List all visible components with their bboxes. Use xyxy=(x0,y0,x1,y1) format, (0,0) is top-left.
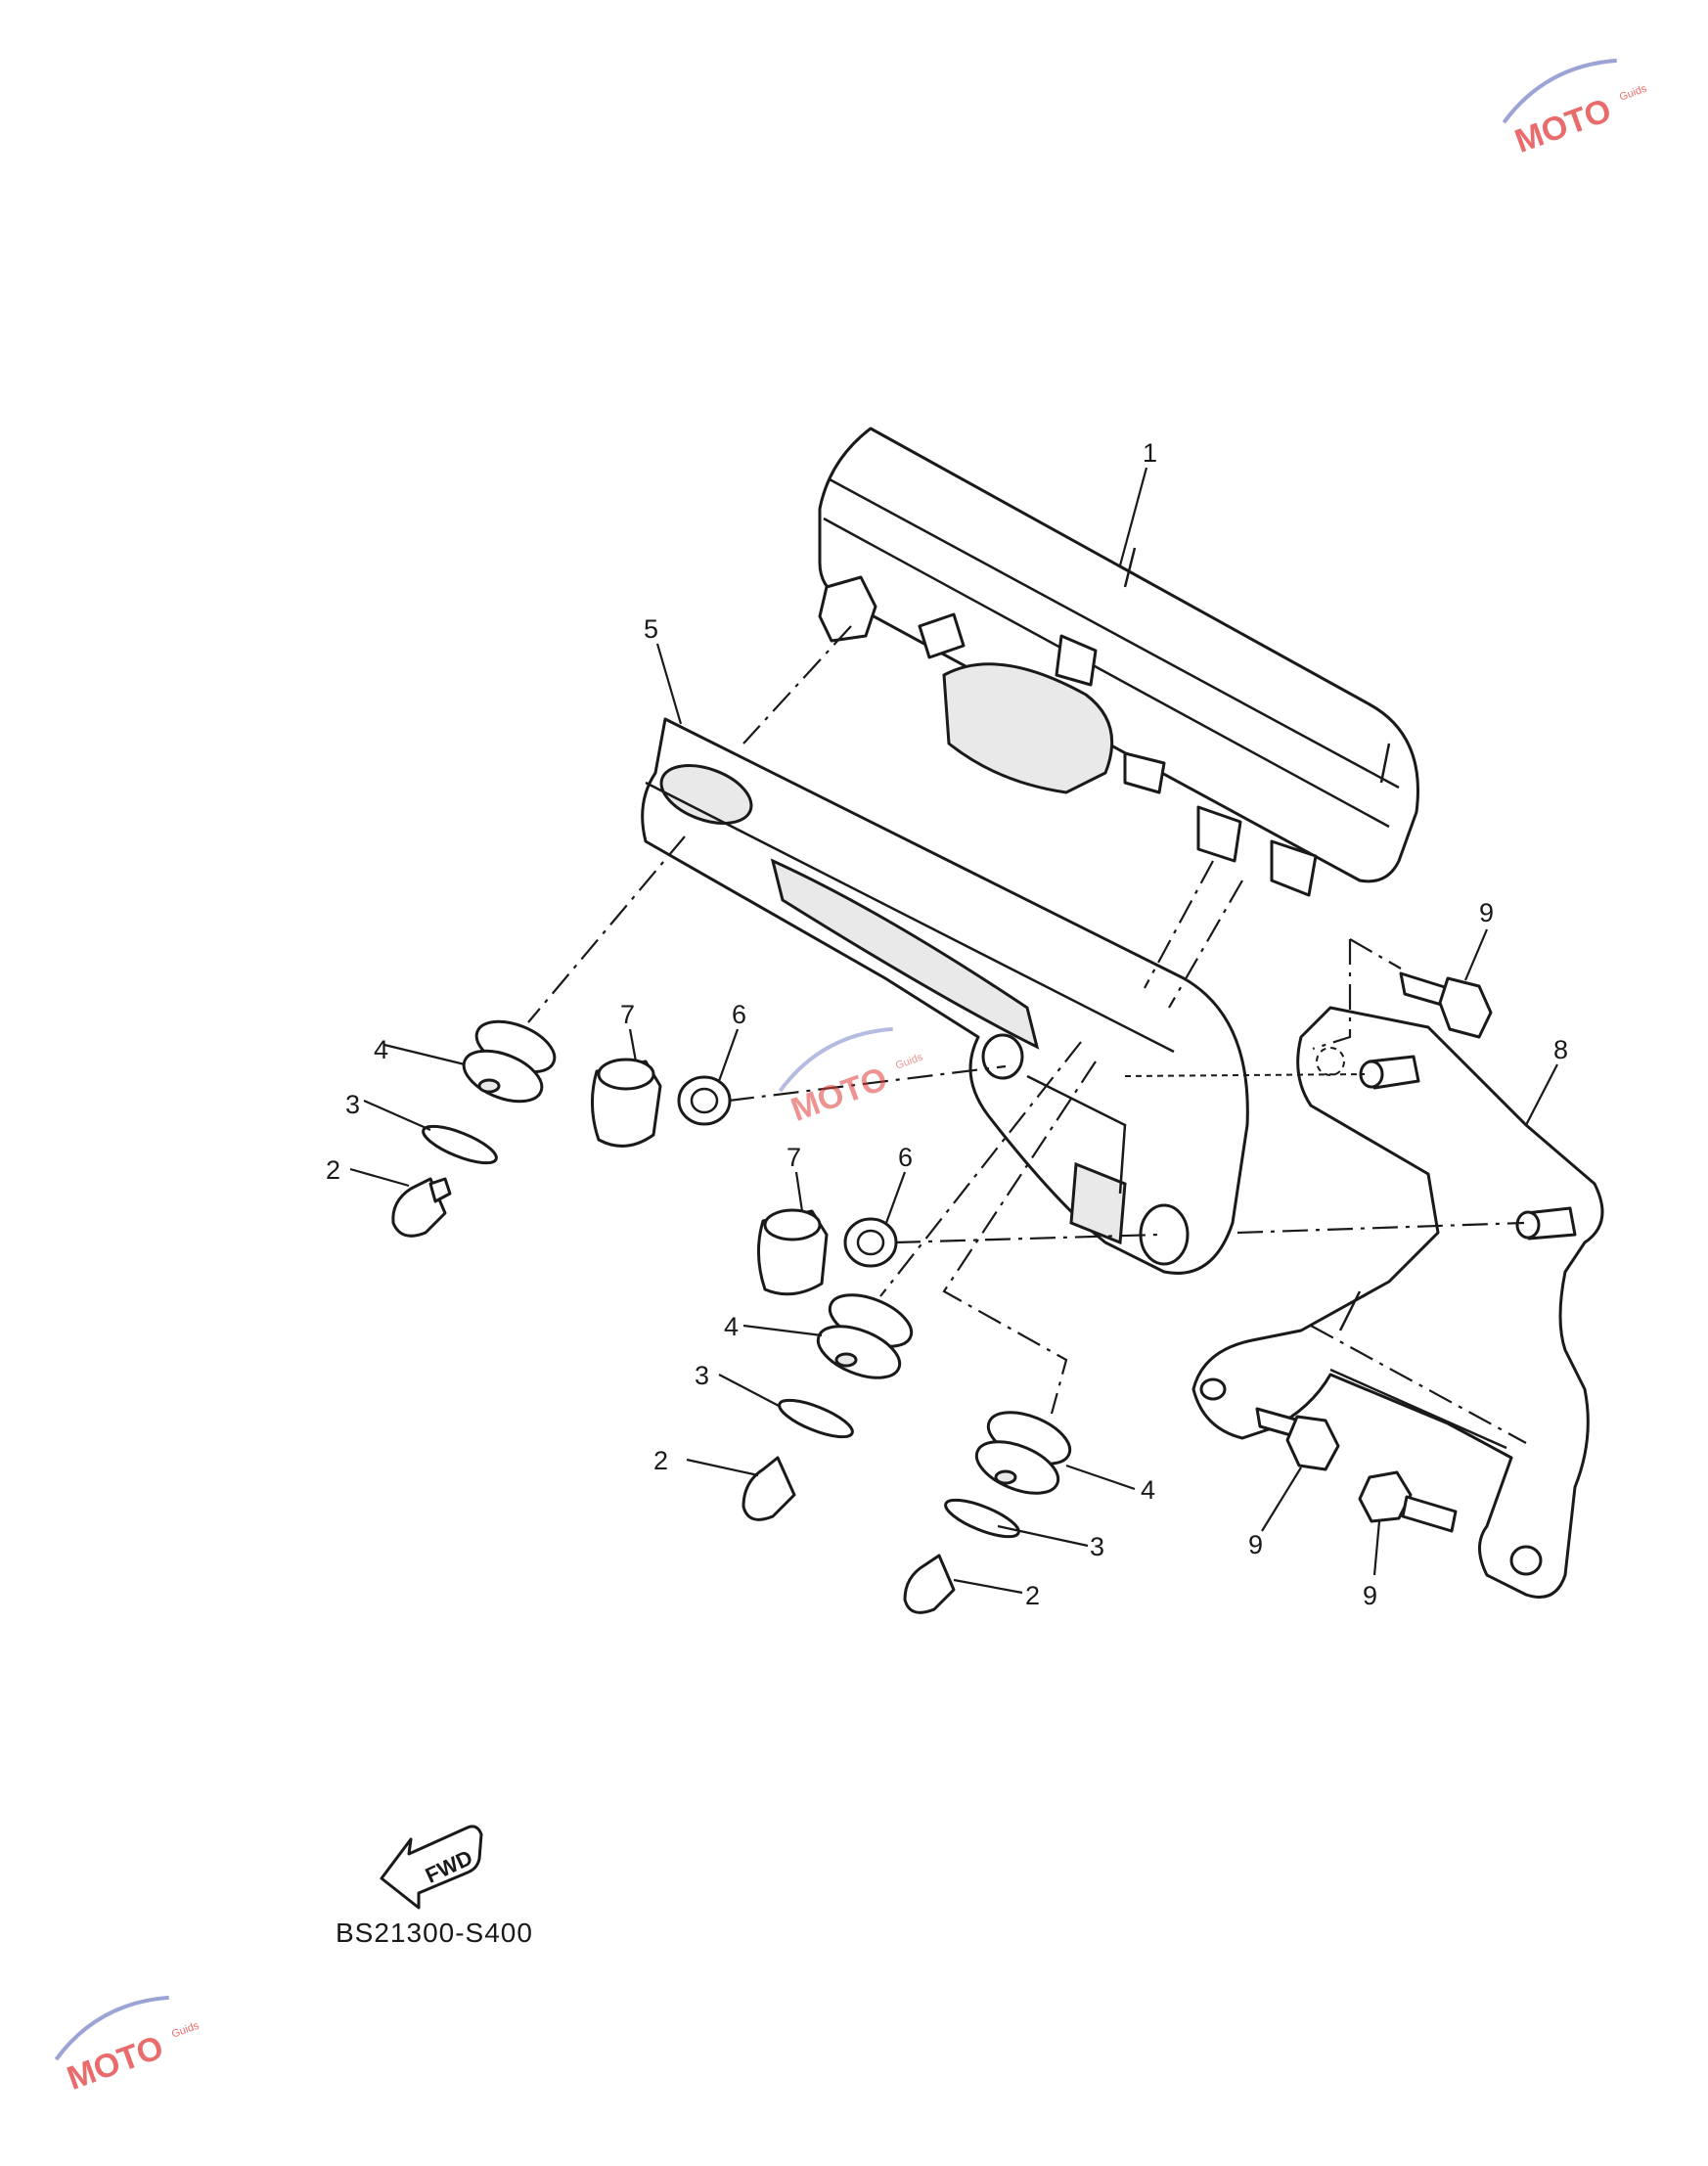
meter-bracket xyxy=(641,717,1249,1275)
stay-bracket xyxy=(1191,1006,1604,1599)
watermark-brand-center: MOTO xyxy=(787,1060,892,1128)
callout-7-lower: 7 xyxy=(787,1143,801,1172)
alignment-lines xyxy=(527,625,1527,1444)
watermark-sub-center: Guids xyxy=(894,1051,925,1071)
grommet-stack-right xyxy=(903,1411,1072,1614)
callout-7-upper: 7 xyxy=(620,1000,635,1029)
watermark-bottom-left: MOTO Guids xyxy=(54,1995,202,2098)
nut-upper xyxy=(590,1058,662,1148)
callout-2-center: 2 xyxy=(653,1446,668,1475)
collar-upper xyxy=(677,1075,732,1126)
watermark-brand-bottom: MOTO xyxy=(63,2028,168,2097)
nut-lower xyxy=(756,1208,829,1296)
bolt-top xyxy=(1399,971,1493,1039)
watermark-sub-bottom: Guids xyxy=(170,2019,202,2040)
watermark-top-right: MOTO Guids xyxy=(1502,58,1649,160)
callout-5: 5 xyxy=(644,614,658,644)
callout-9-top: 9 xyxy=(1479,898,1494,927)
meter-assembly xyxy=(818,427,1419,897)
watermark-center: MOTO Guids xyxy=(778,1026,925,1129)
leader-lines xyxy=(349,467,1558,1595)
callout-3-right: 3 xyxy=(1090,1532,1104,1561)
bolt-lower-left xyxy=(1255,1407,1340,1471)
callout-1: 1 xyxy=(1143,438,1157,468)
callout-labels: 1 5 9 8 7 6 4 3 2 7 6 4 3 2 4 3 2 9 9 xyxy=(326,438,1568,1610)
callout-4-right: 4 xyxy=(1141,1475,1155,1505)
callout-9-lower-right: 9 xyxy=(1363,1581,1377,1610)
callout-3-left: 3 xyxy=(345,1090,360,1119)
callout-2-right: 2 xyxy=(1025,1581,1040,1610)
collar-lower xyxy=(843,1217,898,1268)
bolt-lower-right xyxy=(1358,1470,1458,1533)
callout-3-center: 3 xyxy=(695,1361,709,1390)
callout-6-upper: 6 xyxy=(732,1000,746,1029)
watermark-sub: Guids xyxy=(1618,82,1649,103)
callout-4-left: 4 xyxy=(374,1035,388,1064)
watermark-brand: MOTO xyxy=(1510,91,1616,159)
grommet-stack-left xyxy=(391,1019,557,1238)
fwd-arrow-icon: FWD xyxy=(380,1825,483,1910)
callout-9-lower-left: 9 xyxy=(1248,1530,1263,1559)
callout-6-lower: 6 xyxy=(898,1143,913,1172)
grommet-stack-center xyxy=(742,1293,914,1521)
callout-8: 8 xyxy=(1553,1035,1568,1064)
callout-4-center: 4 xyxy=(724,1312,739,1341)
callout-2-left: 2 xyxy=(326,1155,340,1185)
diagram-code: BS21300-S400 xyxy=(336,1918,533,1948)
